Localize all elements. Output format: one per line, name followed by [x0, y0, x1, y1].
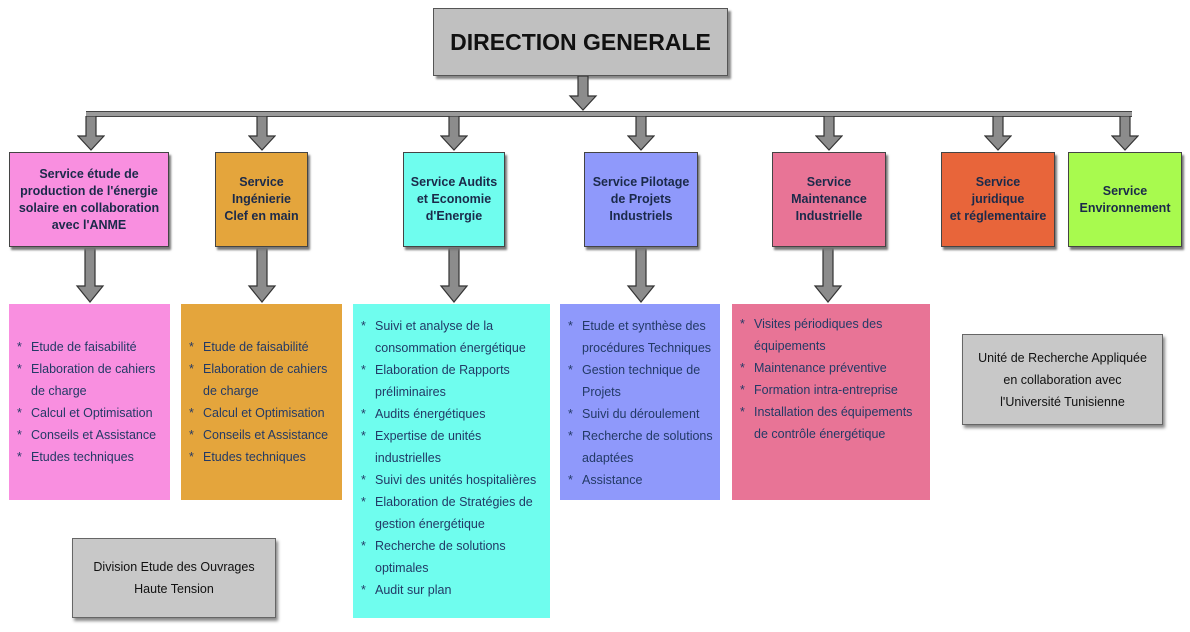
- list-item: Calcul et Optimisation: [189, 402, 336, 424]
- unite-recherche-box: Unité de Recherche Appliquée en collabor…: [962, 334, 1163, 425]
- list-item: Conseils et Assistance: [17, 424, 164, 446]
- list-item: Elaboration de Rapports préliminaires: [361, 359, 544, 403]
- task-list-maintenance: Visites périodiques des équipementsMaint…: [732, 304, 930, 500]
- unite-recherche-label: Unité de Recherche Appliquée en collabor…: [978, 350, 1147, 409]
- arrow-service-6: [984, 116, 1012, 151]
- service-label: Service Maintenance Industrielle: [791, 175, 867, 223]
- direction-generale-label: DIRECTION GENERALE: [450, 28, 711, 55]
- list-item: Assistance: [568, 469, 714, 491]
- connector-bar: [86, 111, 1132, 117]
- division-haute-tension-label: Division Etude des Ouvrages Haute Tensio…: [93, 560, 255, 596]
- list-item: Elaboration de Stratégies de gestion éne…: [361, 491, 544, 535]
- list-item: Recherche de solutions optimales: [361, 535, 544, 579]
- task-list-pilotage: Etude et synthèse des procédures Techniq…: [560, 304, 720, 500]
- service-box-ingenierie: Service Ingénierie Clef en main: [215, 152, 308, 247]
- list-item: Suivi des unités hospitalières: [361, 469, 544, 491]
- service-box-energie-solaire: Service étude de production de l'énergie…: [9, 152, 169, 247]
- arrow-list-2: [247, 248, 277, 303]
- list-item: Installation des équipements de contrôle…: [740, 401, 924, 445]
- service-label: Service Ingénierie Clef en main: [224, 175, 299, 223]
- list-item: Etude et synthèse des procédures Techniq…: [568, 315, 714, 359]
- list-item: Visites périodiques des équipements: [740, 313, 924, 357]
- list-item: Elaboration de cahiers de charge: [189, 358, 336, 402]
- arrow-service-5: [815, 116, 843, 151]
- list-item: Gestion technique de Projets: [568, 359, 714, 403]
- list-item: Etude de faisabilité: [189, 336, 336, 358]
- service-box-pilotage: Service Pilotage de Projets Industriels: [584, 152, 698, 247]
- list-item: Expertise de unités industrielles: [361, 425, 544, 469]
- service-label: Service juridique et réglementaire: [949, 175, 1047, 223]
- direction-generale-box: DIRECTION GENERALE: [433, 8, 728, 76]
- arrow-list-1: [75, 248, 105, 303]
- arrow-list-4: [626, 248, 656, 303]
- division-haute-tension-box: Division Etude des Ouvrages Haute Tensio…: [72, 538, 276, 618]
- arrow-list-5: [813, 248, 843, 303]
- list-item: Formation intra-entreprise: [740, 379, 924, 401]
- service-label: Service étude de production de l'énergie…: [18, 166, 160, 232]
- list-item: Etude de faisabilité: [17, 336, 164, 358]
- arrow-top: [568, 76, 598, 111]
- arrow-service-4: [627, 116, 655, 151]
- service-label: Service Environnement: [1079, 183, 1171, 215]
- arrow-service-3: [440, 116, 468, 151]
- list-item: Suivi et analyse de la consommation éner…: [361, 315, 544, 359]
- arrow-service-7: [1111, 116, 1139, 151]
- list-item: Maintenance préventive: [740, 357, 924, 379]
- list-item: Audits énergétiques: [361, 403, 544, 425]
- list-item: Calcul et Optimisation: [17, 402, 164, 424]
- list-item: Etudes techniques: [17, 446, 164, 468]
- list-item: Suivi du déroulement: [568, 403, 714, 425]
- list-item: Recherche de solutions adaptées: [568, 425, 714, 469]
- arrow-service-2: [248, 116, 276, 151]
- service-box-maintenance: Service Maintenance Industrielle: [772, 152, 886, 247]
- task-list-energie-solaire: Etude de faisabilitéElaboration de cahie…: [9, 304, 170, 500]
- arrow-list-3: [439, 248, 469, 303]
- list-item: Elaboration de cahiers de charge: [17, 358, 164, 402]
- list-item: Etudes techniques: [189, 446, 336, 468]
- service-label: Service Audits et Economie d'Energie: [410, 175, 498, 223]
- arrow-service-1: [77, 116, 105, 151]
- list-item: Audit sur plan: [361, 579, 544, 601]
- list-item: Conseils et Assistance: [189, 424, 336, 446]
- service-box-environnement: Service Environnement: [1068, 152, 1182, 247]
- task-list-audits: Suivi et analyse de la consommation éner…: [353, 304, 550, 618]
- service-box-juridique: Service juridique et réglementaire: [941, 152, 1055, 247]
- service-box-audits: Service Audits et Economie d'Energie: [403, 152, 505, 247]
- service-label: Service Pilotage de Projets Industriels: [592, 175, 690, 223]
- task-list-ingenierie: Etude de faisabilitéElaboration de cahie…: [181, 304, 342, 500]
